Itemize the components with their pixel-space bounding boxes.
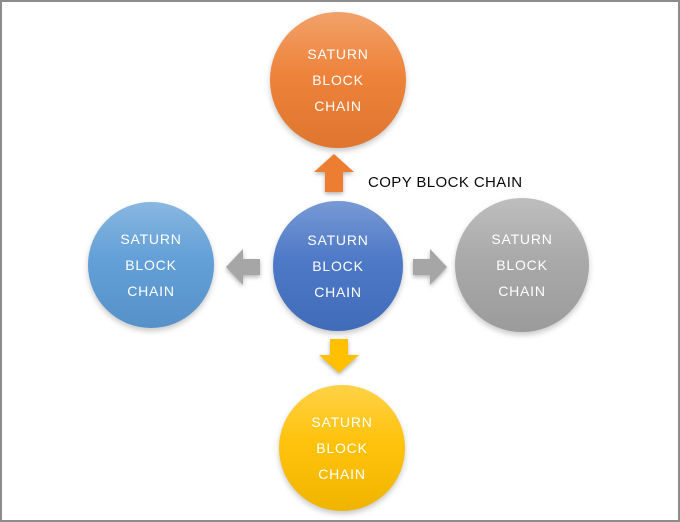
node-left-line-1: SATURN [120,231,182,247]
node-center-line-2: BLOCK [312,258,364,274]
node-center-line-1: SATURN [307,232,369,248]
node-top-circle: SATURN BLOCK CHAIN [270,12,406,148]
arrow-left-icon [226,249,260,285]
node-right-circle: SATURN BLOCK CHAIN [455,198,589,332]
node-left-line-2: BLOCK [125,257,177,273]
node-top-line-3: CHAIN [314,98,362,114]
node-center-line-3: CHAIN [314,284,362,300]
node-bottom-line-3: CHAIN [318,466,366,482]
arrow-right-icon [413,249,447,285]
node-center-circle: SATURN BLOCK CHAIN [273,201,403,331]
node-left-line-3: CHAIN [127,283,175,299]
arrow-down-icon [319,339,359,373]
node-top-line-2: BLOCK [312,72,364,88]
arrow-up-icon [314,154,354,192]
node-bottom-circle: SATURN BLOCK CHAIN [279,385,405,511]
node-right-line-2: BLOCK [496,257,548,273]
copy-block-chain-label: COPY BLOCK CHAIN [368,174,523,191]
node-bottom-line-1: SATURN [311,414,373,430]
node-right-line-3: CHAIN [498,283,546,299]
node-top-line-1: SATURN [307,46,369,62]
node-bottom-line-2: BLOCK [316,440,368,456]
node-left-circle: SATURN BLOCK CHAIN [88,202,214,328]
node-right-line-1: SATURN [491,231,553,247]
